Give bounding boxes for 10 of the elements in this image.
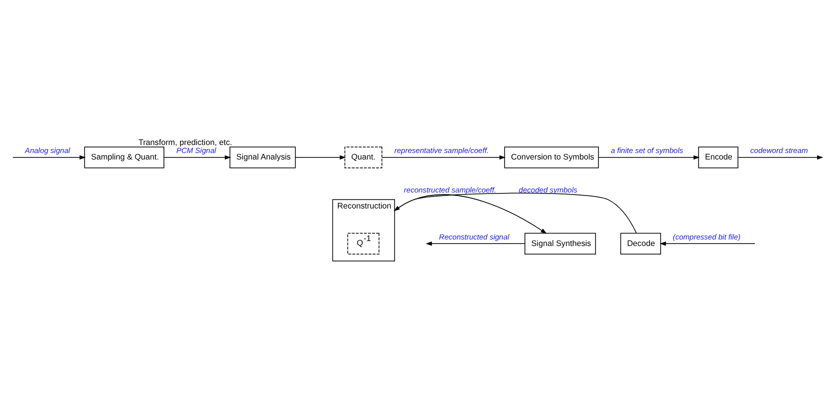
arrow [164, 154, 231, 160]
arrow [660, 241, 756, 246]
arrow [382, 154, 506, 160]
arrow [12, 154, 86, 160]
arrow [394, 194, 547, 234]
arrow [394, 192, 637, 234]
arrow [738, 154, 824, 160]
arrow [598, 154, 700, 160]
arrow [426, 241, 526, 246]
arrow [295, 154, 346, 160]
